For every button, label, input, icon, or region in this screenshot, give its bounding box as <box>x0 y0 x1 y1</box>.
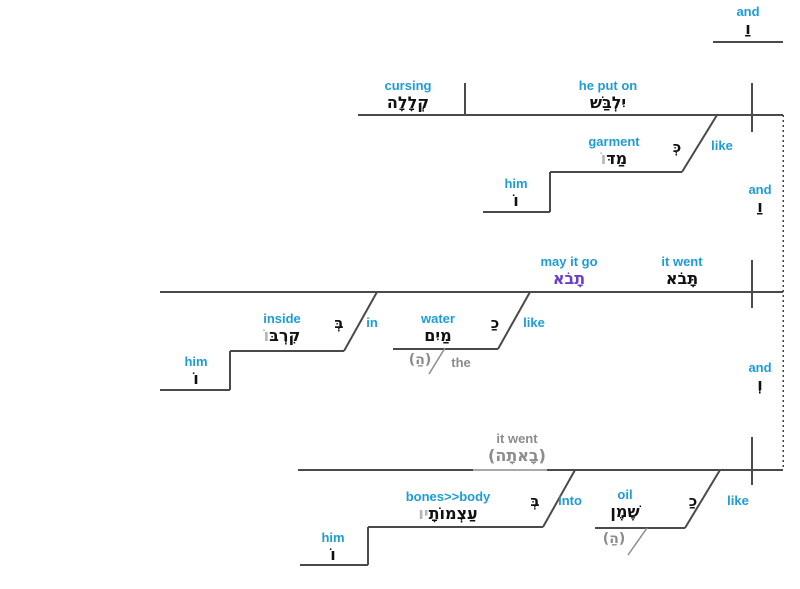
clause1-subject-hebrew: קְלָלָה <box>386 93 430 112</box>
top-conjunction-hebrew: וַ <box>745 19 751 38</box>
clause1-garment-gloss: garment <box>588 134 640 149</box>
clause1-like-diagonal <box>681 114 718 173</box>
top-conjunction-gloss: and <box>736 4 760 19</box>
clause3-verb-elided-gloss: it went <box>496 431 538 446</box>
clause3-prep1-hebrew: בְּ <box>530 492 540 510</box>
clause2-article-gloss: the <box>451 355 471 370</box>
clause3-bones-gloss: bones>>body <box>405 489 491 504</box>
clause1-garment-noun: garment מַדּוֹ <box>568 135 660 169</box>
clause2-like-diagonal <box>497 291 531 350</box>
clause1-verb-hebrew: יִלְבַּשׁ <box>589 93 627 112</box>
clause2-article-hebrew: (הַ) <box>408 352 432 368</box>
clause3-into-diagonal <box>542 469 576 528</box>
clause2-verb-gloss: it went <box>661 254 703 269</box>
clause1-subject-gloss: cursing <box>384 78 432 93</box>
clause3-prep2-gloss: like <box>727 493 749 508</box>
clause1-possessive-gloss: him <box>504 176 528 191</box>
clause3-prep2-hebrew: כַ <box>688 492 698 510</box>
clause2-water-gloss: water <box>421 311 455 326</box>
clause2-water-noun: water מַיִם <box>400 312 476 346</box>
clause1-possessive: him וֹ <box>494 177 538 211</box>
clause3-article-slash <box>627 527 648 556</box>
clause1-prep-gloss: like <box>711 138 733 153</box>
clause1-verb: he put on יִלְבַּשׁ <box>558 79 658 113</box>
clause3-article-hebrew: (הַ) <box>602 531 626 547</box>
clause3-verb-elided-hebrew: (בָאתָה) <box>488 446 546 465</box>
conjunction-2-3-gloss: and <box>748 360 772 375</box>
clause2-inside-hebrew: קִרְבּוֹ <box>263 326 301 345</box>
clause1-possessive-hebrew: וֹ <box>513 191 519 210</box>
clause3-like-diagonal <box>684 469 721 529</box>
clause3-possessive-hebrew: וֹ <box>330 545 336 564</box>
conjunction-2-3-hebrew: וְ <box>757 375 763 394</box>
clause1-subject: cursing קְלָלָה <box>363 79 453 113</box>
clause2-verb: it went תָּבֹא <box>638 255 726 289</box>
clause2-article-slash <box>428 347 446 375</box>
clause2-water-hebrew: מַיִם <box>424 326 452 345</box>
clause2-possessive-hebrew: וֹ <box>193 369 199 388</box>
clause3-verb-elided: it went (בָאתָה) <box>462 432 572 466</box>
clause2-prep2-hebrew: כַ <box>490 314 500 332</box>
clause3-possessive: him וֹ <box>308 531 358 565</box>
conjunction-1-2-gloss: and <box>748 182 772 197</box>
top-conjunction: and וַ <box>718 5 778 39</box>
clause2-verb-jussive-hebrew: תָבֹא <box>552 269 586 288</box>
clause3-oil-noun: oil שֶׁמֶן <box>590 488 660 522</box>
clause1-garment-hebrew: מַדּוֹ <box>600 149 628 168</box>
clause2-inside-noun: inside קִרְבּוֹ <box>238 312 326 346</box>
conjunction-1-2: and וַ <box>740 183 780 217</box>
clause3-prep1-gloss: into <box>558 493 582 508</box>
clause3-oil-gloss: oil <box>617 487 633 502</box>
clause3-bones-noun: bones>>body עַצְמוֹתָיו <box>380 490 516 524</box>
clause2-possessive-gloss: him <box>184 354 208 369</box>
clause2-prep1-hebrew: בְּ <box>334 314 344 332</box>
clause2-verb-jussive: may it go תָבֹא <box>523 255 615 289</box>
clause3-oil-hebrew: שֶׁמֶן <box>610 502 640 521</box>
conjunction-1-2-hebrew: וַ <box>757 197 763 216</box>
clause2-inside-gloss: inside <box>263 311 301 326</box>
conjunction-2-3: and וְ <box>740 361 780 395</box>
clause2-prep1-gloss: in <box>366 315 378 330</box>
clause2-possessive: him וֹ <box>172 355 220 389</box>
clause3-bones-hebrew: עַצְמוֹתָיו <box>418 504 478 523</box>
clause3-possessive-gloss: him <box>321 530 345 545</box>
clause2-prep2-gloss: like <box>523 315 545 330</box>
clause1-prep-hebrew: כְּ <box>672 138 682 156</box>
clause2-verb-jussive-gloss: may it go <box>540 254 598 269</box>
clause1-verb-gloss: he put on <box>578 78 638 93</box>
clause2-verb-hebrew: תָּבֹא <box>665 269 699 288</box>
clause2-in-diagonal <box>343 291 378 352</box>
